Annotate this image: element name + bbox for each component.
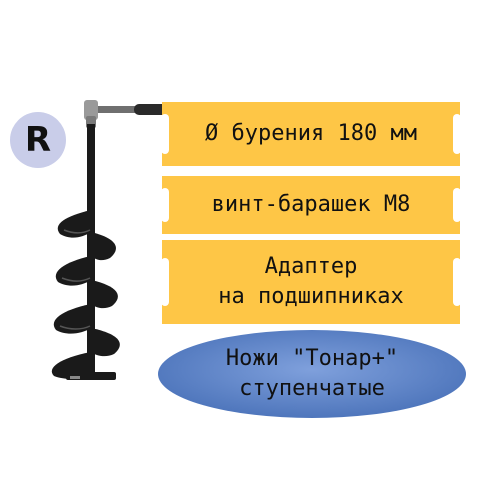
ticket-notch [453,114,461,154]
ticket-notch [161,258,169,306]
feature-text: на подшипниках [218,284,404,309]
brand-letter: R [24,120,52,160]
ticket-notch [161,188,169,222]
blades-text: Ножи "Тонар+" [225,346,399,372]
blades-feature: Ножи "Тонар+" ступенчатые [156,328,468,420]
brand-badge: R [10,112,66,168]
feature-text: Адаптер [264,254,358,280]
feature-text: Ø бурения 180 мм [205,121,417,147]
feature-wing-screw: винт-барашек М8 [161,176,461,234]
ticket-notch [453,258,461,306]
ticket-notch [453,188,461,222]
feature-bearing-adapter: Адаптер на подшипниках [161,240,461,324]
blades-text: ступенчатые [239,376,385,401]
feature-drill-diameter: Ø бурения 180 мм [161,102,461,166]
feature-text: винт-барашек М8 [211,192,411,218]
blades-oval [158,330,466,418]
ticket-notch [161,114,169,154]
ice-auger-icon [51,100,168,380]
